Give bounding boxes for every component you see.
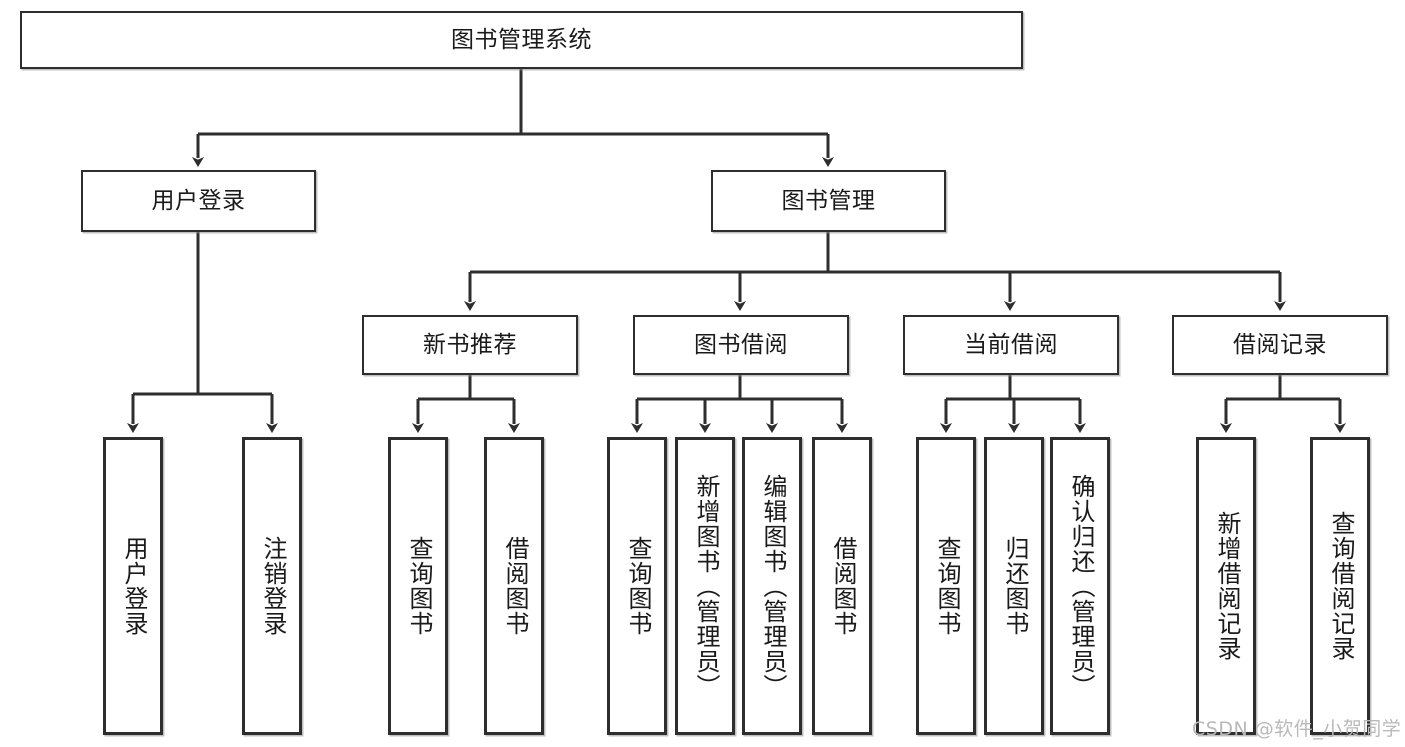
leaf-add-borrow-record[interactable]: 新增借阅记录 [1196,437,1256,735]
node-book-management[interactable]: 图书管理 [711,170,946,232]
node-new-book-recommend[interactable]: 新书推荐 [362,315,578,375]
node-label: 借阅记录 [1233,331,1327,358]
node-label: 注销登录 [258,536,287,636]
node-label: 查询图书 [404,536,433,636]
leaf-return-book[interactable]: 归还图书 [984,437,1044,735]
node-label: 编辑图书（管理员） [758,473,787,699]
node-book-borrow[interactable]: 图书借阅 [633,315,849,375]
leaf-query-book-recommend[interactable]: 查询图书 [388,437,448,735]
leaf-confirm-return-admin[interactable]: 确认归还（管理员） [1050,437,1110,735]
node-label: 查询借阅记录 [1326,511,1355,661]
node-label: 查询图书 [932,536,961,636]
leaf-add-book-admin[interactable]: 新增图书（管理员） [675,437,735,735]
leaf-borrow-book[interactable]: 借阅图书 [812,437,872,735]
node-label: 确认归还（管理员） [1066,473,1095,699]
node-current-borrow[interactable]: 当前借阅 [903,315,1119,375]
leaf-query-book-current[interactable]: 查询图书 [916,437,976,735]
csdn-watermark: CSDN @软件_小贺同学 [1192,718,1402,740]
leaf-query-borrow-record[interactable]: 查询借阅记录 [1310,437,1370,735]
node-label: 查询图书 [623,536,652,636]
leaf-borrow-book-recommend[interactable]: 借阅图书 [484,437,544,735]
node-user-login[interactable]: 用户登录 [81,170,316,232]
leaf-user-login[interactable]: 用户登录 [103,437,163,735]
leaf-query-book-borrow[interactable]: 查询图书 [607,437,667,735]
node-label: 借阅图书 [500,536,529,636]
node-label: 用户登录 [151,187,246,214]
node-label: 借阅图书 [828,536,857,636]
leaf-edit-book-admin[interactable]: 编辑图书（管理员） [742,437,802,735]
leaf-user-logout[interactable]: 注销登录 [242,437,302,735]
node-label: 图书借阅 [694,331,788,358]
node-label: 图书管理系统 [451,26,592,53]
node-label: 新增图书（管理员） [691,473,720,699]
node-label: 新书推荐 [423,331,517,358]
node-label: 用户登录 [119,536,148,636]
node-borrow-record[interactable]: 借阅记录 [1172,315,1388,375]
node-label: 归还图书 [1000,536,1029,636]
node-label: 图书管理 [781,187,876,214]
node-label: 当前借阅 [964,331,1058,358]
node-label: 新增借阅记录 [1212,511,1241,661]
node-root-system[interactable]: 图书管理系统 [20,11,1023,69]
